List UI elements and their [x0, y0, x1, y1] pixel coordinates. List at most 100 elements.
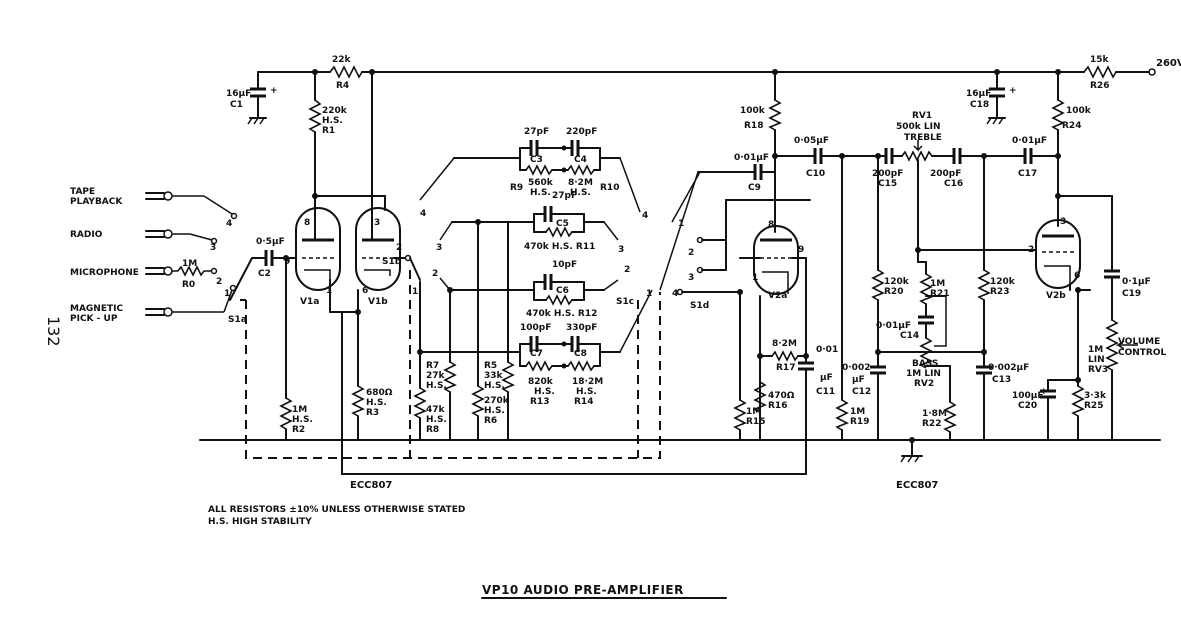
diagram-title: VP10 AUDIO PRE-AMPLIFIER	[482, 583, 684, 597]
v2b-tube	[1035, 71, 1138, 441]
c13-ref: C13	[992, 375, 1011, 385]
r10-value: 8·2M	[568, 178, 593, 188]
input-magnetic-label: MAGNETIC	[70, 304, 123, 314]
rv3-value: 1M	[1088, 345, 1103, 355]
tube-type-1: ECC807	[350, 480, 392, 491]
c15-value: 200pF	[872, 169, 903, 179]
note-high-stability: H.S. HIGH STABILITY	[208, 517, 312, 527]
r3-ref: R3	[366, 408, 379, 418]
c17-ref: C17	[1018, 169, 1037, 179]
s1d-pos-2: 2	[688, 248, 694, 258]
s1b-pos-3: 3	[436, 243, 442, 253]
c12-value: 0·002	[842, 363, 870, 373]
r1-ref: R1	[322, 126, 335, 136]
r10-ref: R10	[600, 183, 619, 193]
eq-network	[413, 140, 653, 441]
r24-ref: R24	[1062, 121, 1081, 131]
tube-type-2: ECC807	[896, 480, 938, 491]
c8-ref: C8	[574, 349, 587, 359]
s1b-label: S1b	[382, 257, 402, 267]
c1-ref: C1	[230, 100, 243, 110]
v1b-label: V1b	[368, 297, 388, 307]
microphone-jack[interactable]	[145, 265, 218, 277]
c18-ref: C18	[970, 100, 989, 110]
rv3-ref: RV3	[1088, 365, 1108, 375]
s1a-pos-4: 4	[226, 219, 232, 229]
s1c-pos-3: 3	[618, 245, 624, 255]
r6-ref: R6	[484, 416, 497, 426]
volume-label: VOLUME	[1118, 337, 1160, 347]
r15-value: 1M	[746, 407, 761, 417]
r14-ref: R14	[574, 397, 593, 407]
r9-value: 560k	[528, 178, 554, 188]
input-radio-label: RADIO	[70, 230, 103, 240]
magnetic-pickup-jack[interactable]	[145, 284, 237, 317]
r1-hs: H.S.	[322, 116, 343, 126]
c7-value: 100pF	[520, 323, 551, 333]
tone-network	[774, 140, 1061, 463]
c19-ref: C19	[1122, 289, 1141, 299]
v1-tube	[295, 71, 807, 475]
r1-resistor	[308, 71, 386, 211]
v2b-pin-6: 6	[1074, 271, 1080, 281]
s1b-pos-2: 2	[432, 269, 438, 279]
supply-rail	[257, 65, 1156, 79]
r11-label: 470k H.S. R11	[524, 242, 595, 252]
c11-ref: C11	[816, 387, 835, 397]
r8-value: 47k	[426, 405, 446, 415]
r22-ref: R22	[922, 419, 941, 429]
v2a-tube	[739, 71, 814, 441]
r5-ref: R5	[484, 361, 497, 371]
r26-ref: R26	[1090, 81, 1109, 91]
r2-resistor	[279, 257, 293, 441]
c16-value: 200pF	[930, 169, 961, 179]
r6-value: 270k	[484, 396, 510, 406]
note-resistor-tolerance: ALL RESISTORS ±10% UNLESS OTHERWISE STAT…	[208, 505, 465, 515]
rv1-ref: RV1	[912, 111, 932, 121]
r13-ref: R13	[530, 397, 549, 407]
c5-ref: C5	[556, 219, 569, 229]
r19-value: 1M	[850, 407, 865, 417]
r14-value: 18·2M	[572, 377, 603, 387]
rv1-function: TREBLE	[904, 133, 942, 143]
v2a-pin-1: 1	[752, 273, 758, 283]
switch-gang-link	[240, 270, 661, 459]
c18-capacitor	[986, 71, 1006, 125]
c10-value: 0·05µF	[794, 136, 829, 146]
s1d-switch[interactable]	[659, 171, 811, 441]
r16-ref: R16	[768, 401, 787, 411]
c12-ref: C12	[852, 387, 871, 397]
r21-ref: R21	[930, 289, 949, 299]
tape-playback-jack[interactable]	[145, 191, 238, 220]
c20-polarity: +	[1040, 387, 1048, 397]
v2a-pin-9: 9	[798, 245, 804, 255]
r2-value: 1M	[292, 405, 307, 415]
c8-value: 330pF	[566, 323, 597, 333]
c1-polarity: +	[270, 86, 278, 96]
v1b-pin-6: 6	[362, 286, 368, 296]
c15-ref: C15	[878, 179, 897, 189]
radio-jack[interactable]	[145, 229, 218, 245]
volume-label2: CONTROL	[1118, 348, 1167, 358]
s1c-pos-4: 4	[642, 211, 648, 221]
r20-value: 120k	[884, 277, 910, 287]
c19-value: 0·1µF	[1122, 277, 1151, 287]
c3-value: 27pF	[524, 127, 549, 137]
rv2-function: BASS	[912, 359, 938, 369]
c9-value: 0·01µF	[734, 153, 769, 163]
c13-value: 0·002µF	[988, 363, 1029, 373]
r16-value: 470Ω	[768, 391, 795, 401]
r26-value: 15k	[1090, 55, 1110, 65]
c6-value: 10pF	[552, 260, 577, 270]
c9-capacitor	[739, 164, 776, 180]
s1a-wiper[interactable]	[229, 257, 253, 301]
r2-hs: H.S.	[292, 415, 313, 425]
s1d-pos-4: 4	[672, 289, 678, 299]
c3-ref: C3	[530, 155, 543, 165]
s1a-pos-3: 3	[210, 243, 216, 253]
v1a-label: V1a	[300, 297, 319, 307]
page-number: 132	[44, 316, 63, 347]
c11-unit: µF	[820, 373, 833, 383]
r2-ref: R2	[292, 425, 305, 435]
